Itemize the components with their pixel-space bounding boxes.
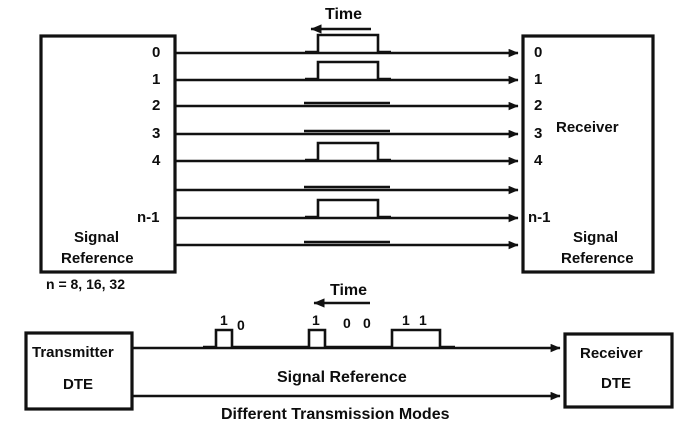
- tx-port-label-4: 4: [152, 152, 161, 169]
- rx-port-label-6: n-1: [528, 209, 551, 226]
- serial-bit-1: 0: [237, 317, 245, 333]
- serial-waveform: [203, 328, 455, 349]
- time-label-bottom: Time: [330, 282, 368, 299]
- tx-port-label-2: 2: [152, 97, 161, 114]
- serial-bit-4: 0: [363, 315, 371, 331]
- waveform-line-6: [305, 198, 391, 219]
- tx-port-label-0: 0: [152, 44, 161, 61]
- serial-receiver-line2: DTE: [601, 375, 631, 392]
- parallel-waveforms: [304, 33, 391, 244]
- parallel-receiver-box: [521, 34, 655, 274]
- rx-port-label-3: 3: [534, 125, 543, 142]
- serial-transmitter-line2: DTE: [63, 376, 93, 393]
- serial-transmitter-box: [24, 331, 134, 411]
- rx-port-label-4: 4: [534, 152, 543, 169]
- waveform-line-0: [305, 33, 391, 54]
- parallel-receiver-line1: Signal: [573, 229, 619, 246]
- tx-port-label-3: 3: [152, 125, 161, 142]
- parallel-transmitter-line1: Signal: [74, 229, 120, 246]
- parallel-receiver-line2: Reference: [561, 250, 634, 267]
- tx-port-label-1: 1: [152, 71, 161, 88]
- rx-port-label-1: 1: [534, 71, 543, 88]
- waveform-line-4: [305, 141, 391, 162]
- parallel-transmitter-note: n = 8, 16, 32: [46, 276, 125, 292]
- serial-receiver-line1: Receiver: [580, 345, 643, 362]
- serial-transmitter-line1: Transmitter: [32, 344, 114, 361]
- time-label-top: Time: [325, 6, 363, 23]
- serial-signal-reference-label: Signal Reference: [277, 369, 407, 386]
- serial-waveform-path: [203, 328, 455, 349]
- waveform-line-1: [305, 60, 391, 81]
- serial-bit-6: 1: [419, 312, 427, 328]
- figure-caption: Different Transmission Modes: [221, 406, 450, 423]
- tx-port-label-6: n-1: [137, 209, 160, 226]
- rx-port-label-2: 2: [534, 97, 543, 114]
- serial-bit-0: 1: [220, 312, 228, 328]
- serial-bit-2: 1: [312, 312, 320, 328]
- parallel-receiver-title: Receiver: [556, 119, 619, 136]
- parallel-transmitter-line2: Reference: [61, 250, 134, 267]
- serial-bit-5: 1: [402, 312, 410, 328]
- parallel-signal-lines: [175, 48, 519, 250]
- serial-receiver-box: [563, 332, 674, 409]
- rx-port-label-0: 0: [534, 44, 543, 61]
- serial-bit-3: 0: [343, 315, 351, 331]
- parallel-transmitter-box: [39, 34, 177, 274]
